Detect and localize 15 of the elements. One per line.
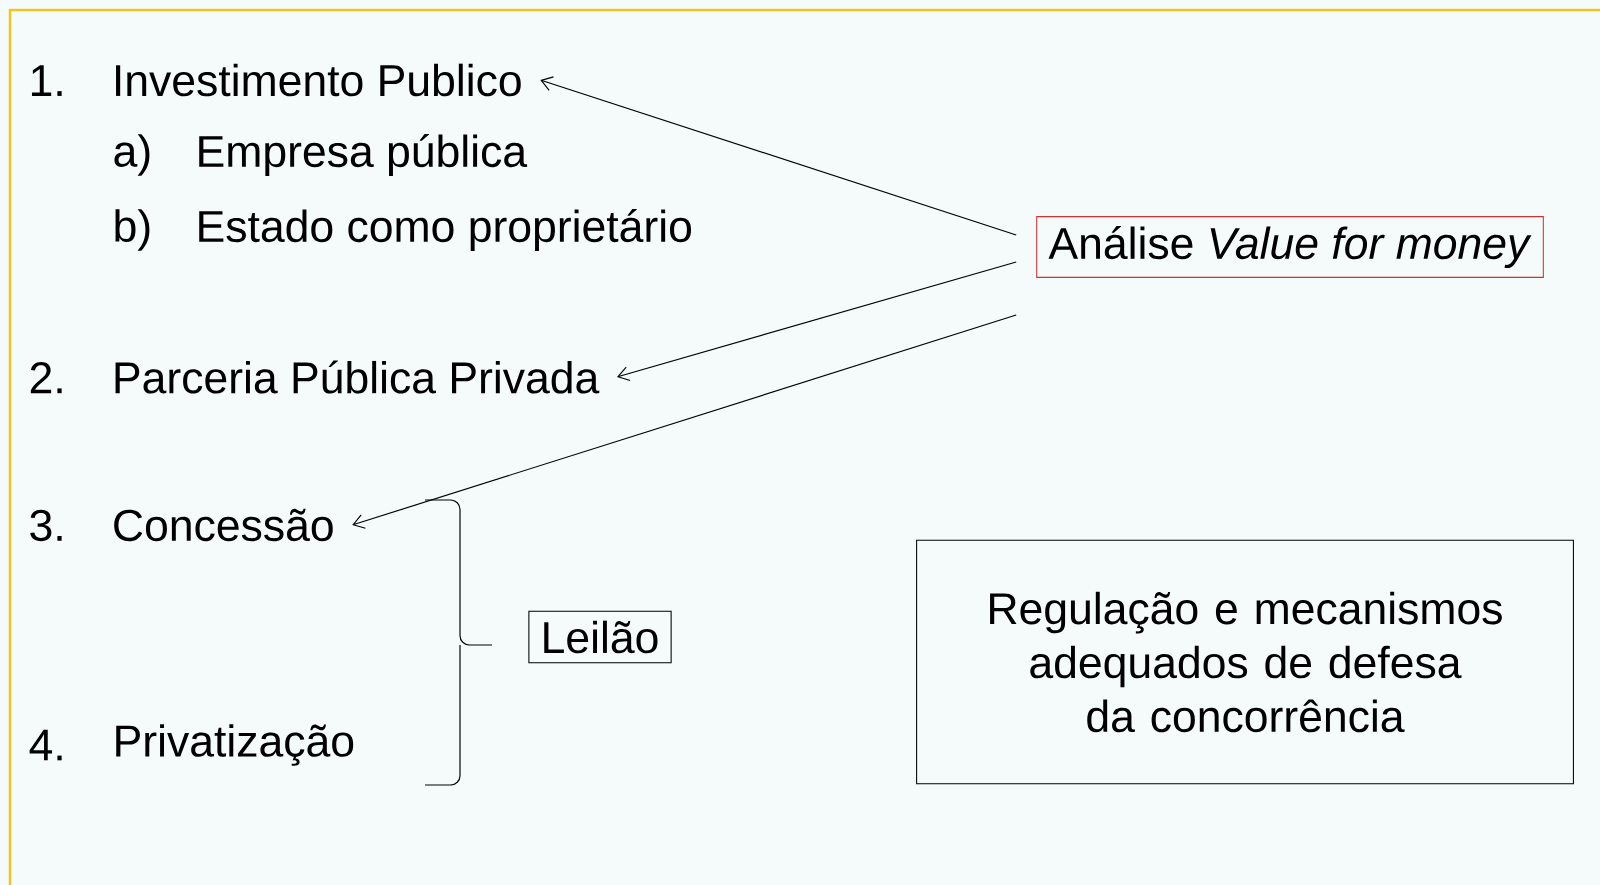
list-text: b)	[115, 209, 150, 251]
list-item: 1. Investimento Publico	[32, 63, 521, 97]
list-text: 4.	[29, 729, 62, 761]
arrow	[540, 76, 1017, 236]
list-text: Privatização	[116, 724, 354, 766]
list-text: Empresa pública	[199, 134, 528, 176]
list-text: a)	[114, 134, 150, 176]
list-text: Estado como proprietário	[199, 209, 691, 251]
text-box: Leilão	[528, 610, 672, 664]
list-item: 2. Parceria Pública Privada	[30, 360, 600, 394]
arrow	[617, 261, 1017, 382]
callout-box: Análise Value for money	[1036, 216, 1544, 278]
list-item: 3. Concessão	[30, 508, 333, 542]
arrow	[352, 314, 1017, 529]
text-box: Regulação e mecanismos adequados de defesa da concorrência	[916, 539, 1574, 785]
